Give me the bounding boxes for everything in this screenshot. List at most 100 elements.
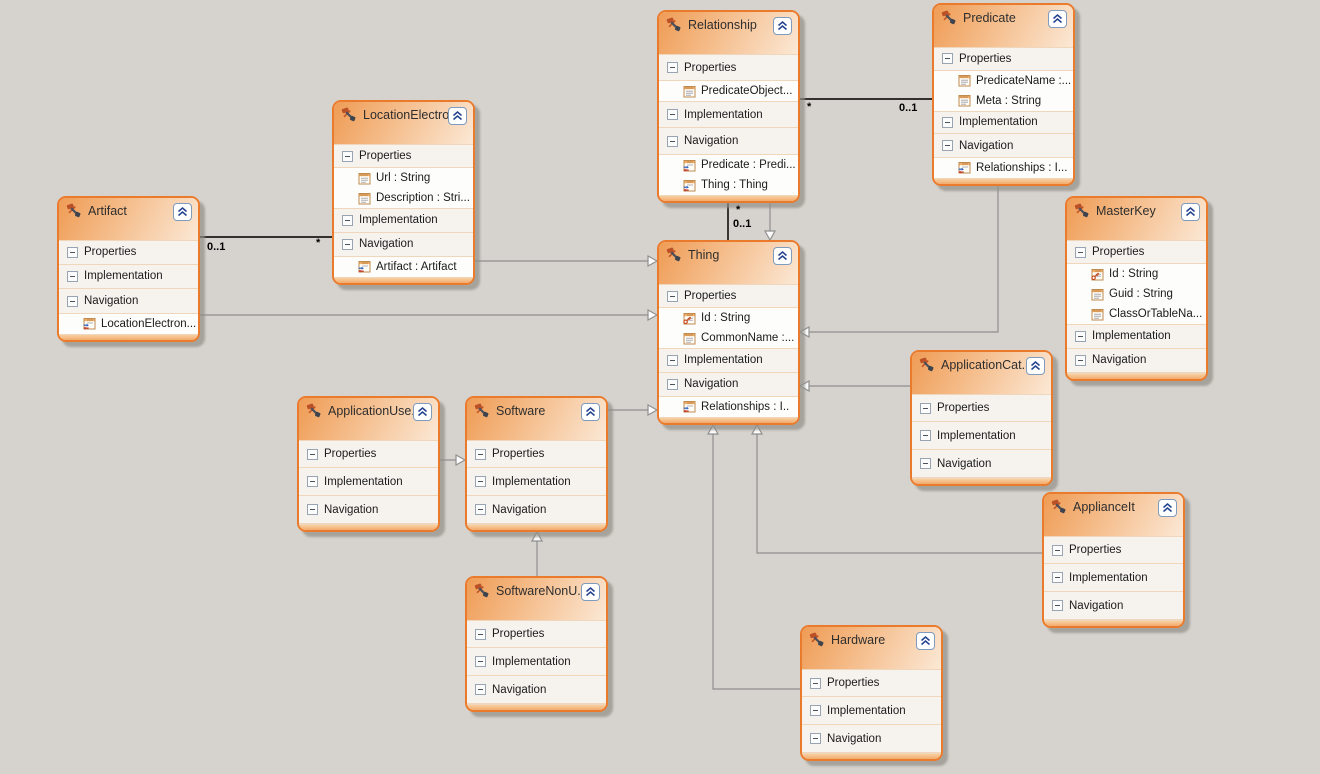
- collapse-section-icon[interactable]: [810, 705, 821, 716]
- collapse-section-icon[interactable]: [1075, 330, 1086, 342]
- collapse-section-icon[interactable]: [342, 214, 353, 226]
- collapse-section-icon[interactable]: [942, 53, 953, 65]
- entity-header[interactable]: Relationship: [659, 12, 798, 54]
- section-row-properties[interactable]: Properties: [802, 669, 941, 697]
- collapse-entity-button[interactable]: [581, 403, 600, 421]
- member-row[interactable]: PredicateObject...: [659, 81, 798, 101]
- section-row-properties[interactable]: Properties: [1044, 536, 1183, 564]
- entity-header[interactable]: ApplianceIt: [1044, 494, 1183, 536]
- collapse-section-icon[interactable]: [342, 238, 353, 250]
- collapse-section-icon[interactable]: [810, 677, 821, 689]
- collapse-section-icon[interactable]: [667, 135, 678, 147]
- collapse-section-icon[interactable]: [67, 270, 78, 282]
- collapse-entity-button[interactable]: [581, 583, 600, 601]
- member-row[interactable]: Url : String: [334, 168, 473, 189]
- section-row-properties[interactable]: Properties: [934, 47, 1073, 71]
- section-row-properties[interactable]: Properties: [1067, 240, 1206, 265]
- collapse-section-icon[interactable]: [667, 354, 678, 366]
- member-row[interactable]: Thing : Thing: [659, 175, 798, 195]
- collapse-section-icon[interactable]: [475, 656, 486, 667]
- member-row[interactable]: Id : String: [659, 308, 798, 329]
- collapse-section-icon[interactable]: [1052, 572, 1063, 583]
- member-row[interactable]: Relationships : I..: [659, 396, 798, 417]
- section-row-implementation[interactable]: Implementation: [334, 208, 473, 233]
- collapse-section-icon[interactable]: [942, 116, 953, 128]
- member-row[interactable]: Id : String: [1067, 264, 1206, 285]
- section-row-implementation[interactable]: Implementation: [934, 110, 1073, 135]
- collapse-section-icon[interactable]: [342, 150, 353, 162]
- collapse-section-icon[interactable]: [1052, 544, 1063, 556]
- member-row[interactable]: Artifact : Artifact: [334, 256, 473, 277]
- entity-header[interactable]: Predicate: [934, 5, 1073, 47]
- collapse-section-icon[interactable]: [667, 109, 678, 120]
- section-row-implementation[interactable]: Implementation: [467, 468, 606, 496]
- section-row-implementation[interactable]: Implementation: [912, 422, 1051, 450]
- entity-header[interactable]: Software: [467, 398, 606, 440]
- collapse-section-icon[interactable]: [475, 628, 486, 640]
- collapse-section-icon[interactable]: [1075, 354, 1086, 366]
- section-row-implementation[interactable]: Implementation: [1044, 564, 1183, 592]
- collapse-section-icon[interactable]: [67, 295, 78, 307]
- section-row-properties[interactable]: Properties: [59, 240, 198, 265]
- inheritance-line-predicate-to-thing[interactable]: [809, 186, 999, 333]
- collapse-section-icon[interactable]: [1075, 246, 1086, 258]
- member-row[interactable]: CommonName :...: [659, 328, 798, 349]
- collapse-section-icon[interactable]: [667, 378, 678, 390]
- entity-header[interactable]: SoftwareNonU...: [467, 578, 606, 620]
- collapse-section-icon[interactable]: [307, 476, 318, 487]
- collapse-section-icon[interactable]: [1052, 600, 1063, 611]
- collapse-entity-button[interactable]: [773, 17, 792, 35]
- section-row-properties[interactable]: Properties: [334, 144, 473, 169]
- section-row-navigation[interactable]: Navigation: [1044, 592, 1183, 620]
- section-row-navigation[interactable]: Navigation: [1067, 348, 1206, 373]
- section-row-navigation[interactable]: Navigation: [912, 450, 1051, 478]
- collapse-section-icon[interactable]: [307, 504, 318, 515]
- collapse-section-icon[interactable]: [810, 733, 821, 744]
- entity-header[interactable]: LocationElectro...: [334, 102, 473, 144]
- collapse-section-icon[interactable]: [667, 290, 678, 302]
- collapse-entity-button[interactable]: [1158, 499, 1177, 517]
- collapse-section-icon[interactable]: [475, 476, 486, 487]
- entity-header[interactable]: ApplicationUse...: [299, 398, 438, 440]
- section-row-properties[interactable]: Properties: [467, 620, 606, 648]
- collapse-section-icon[interactable]: [920, 430, 931, 441]
- member-row[interactable]: Description : Stri...: [334, 188, 473, 209]
- collapse-section-icon[interactable]: [920, 458, 931, 469]
- member-row[interactable]: ClassOrTableNa...: [1067, 304, 1206, 325]
- section-row-properties[interactable]: Properties: [659, 284, 798, 309]
- member-row[interactable]: Relationships : I...: [934, 157, 1073, 178]
- collapse-section-icon[interactable]: [667, 62, 678, 73]
- inheritance-line-hardware-to-thing[interactable]: [712, 434, 800, 690]
- collapse-section-icon[interactable]: [67, 246, 78, 258]
- section-row-navigation[interactable]: Navigation: [299, 496, 438, 524]
- section-row-implementation[interactable]: Implementation: [802, 697, 941, 725]
- collapse-entity-button[interactable]: [773, 247, 792, 265]
- section-row-implementation[interactable]: Implementation: [59, 264, 198, 290]
- section-row-implementation[interactable]: Implementation: [1067, 324, 1206, 349]
- entity-header[interactable]: ApplicationCat...: [912, 352, 1051, 394]
- inheritance-line-appliance-it-to-thing[interactable]: [756, 434, 1042, 554]
- collapse-entity-button[interactable]: [448, 107, 467, 125]
- section-row-properties[interactable]: Properties: [912, 394, 1051, 422]
- section-row-navigation[interactable]: Navigation: [802, 725, 941, 753]
- collapse-entity-button[interactable]: [1181, 203, 1200, 221]
- collapse-section-icon[interactable]: [307, 448, 318, 460]
- member-row[interactable]: Meta : String: [934, 90, 1073, 111]
- entity-header[interactable]: Hardware: [802, 627, 941, 669]
- collapse-section-icon[interactable]: [475, 684, 486, 695]
- collapse-section-icon[interactable]: [475, 448, 486, 460]
- entity-header[interactable]: MasterKey: [1067, 198, 1206, 240]
- section-row-navigation[interactable]: Navigation: [334, 232, 473, 257]
- section-row-navigation[interactable]: Navigation: [659, 372, 798, 397]
